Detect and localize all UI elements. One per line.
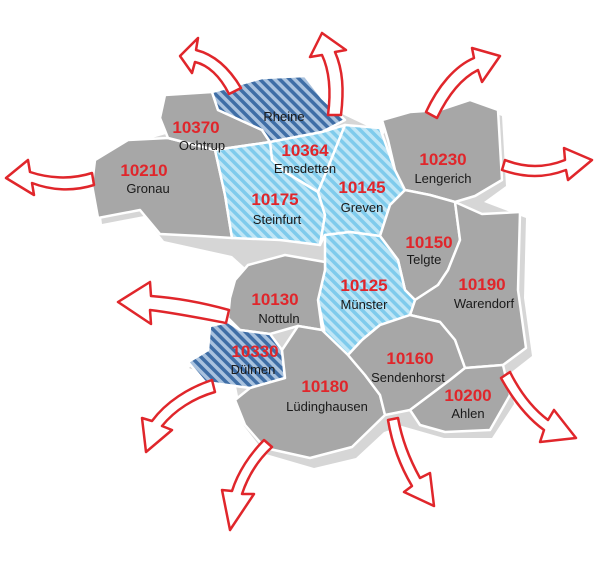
regions — [90, 74, 528, 460]
arrows — [4, 31, 594, 532]
region-code: 10125 — [340, 276, 387, 295]
region-code: 10330 — [231, 342, 278, 361]
region-code: 10145 — [338, 178, 385, 197]
region-code: 10190 — [458, 275, 505, 294]
curved-arrow-icon — [308, 31, 348, 117]
region-code: 10200 — [444, 386, 491, 405]
region-code: 10175 — [251, 190, 298, 209]
curved-arrow-icon — [386, 416, 436, 508]
region-name: Emsdetten — [274, 161, 336, 176]
region-code: 10180 — [301, 377, 348, 396]
curved-arrow-icon — [499, 370, 578, 444]
region-name: Ochtrup — [179, 138, 225, 153]
region-name: Ahlen — [451, 406, 484, 421]
region-name: Münster — [341, 297, 389, 312]
region-name: Nottuln — [258, 311, 299, 326]
region-code: 10230 — [419, 150, 466, 169]
region-code: 10370 — [172, 118, 219, 137]
region-gronau[interactable] — [90, 136, 234, 240]
curved-arrow-icon — [500, 146, 594, 182]
curved-arrow-icon — [116, 280, 231, 326]
region-code: 10364 — [281, 141, 329, 160]
region-name: Lengerich — [414, 171, 471, 186]
curved-arrow-icon — [220, 438, 274, 532]
region-name: Gronau — [126, 181, 169, 196]
region-labels: 10370 Ochtrup 10210 Gronau Rheine 10364 … — [120, 109, 514, 421]
region-code: 10210 — [120, 161, 167, 180]
curved-arrow-icon — [4, 158, 96, 197]
curved-arrow-icon — [424, 46, 502, 120]
region-code: 10150 — [405, 233, 452, 252]
region-name: Rheine — [263, 109, 304, 124]
region-code: 10160 — [386, 349, 433, 368]
region-name: Sendenhorst — [371, 370, 445, 385]
region-name: Lüdinghausen — [286, 399, 368, 414]
curved-arrow-icon — [178, 36, 243, 96]
region-name: Warendorf — [454, 296, 515, 311]
region-name: Steinfurt — [253, 212, 302, 227]
region-luedinghausen[interactable] — [233, 324, 387, 460]
region-code: 10130 — [251, 290, 298, 309]
curved-arrow-icon — [140, 378, 217, 454]
region-rheine[interactable] — [210, 74, 347, 144]
region-name: Dülmen — [231, 362, 276, 377]
region-name: Telgte — [407, 252, 442, 267]
region-name: Greven — [341, 200, 384, 215]
